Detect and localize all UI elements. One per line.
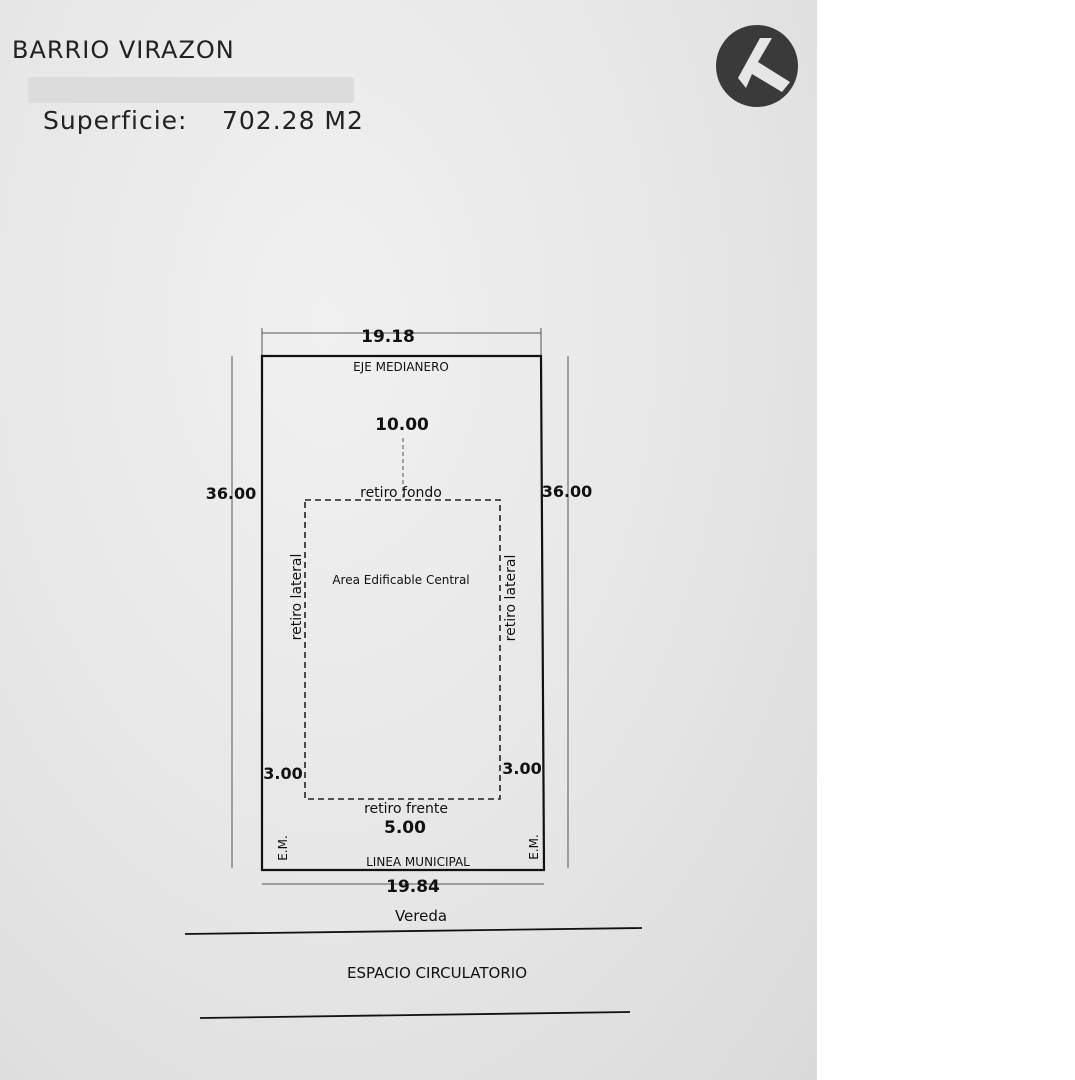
front-setback-label: retiro frente — [364, 801, 448, 817]
front-setback-dimension: 5.00 — [384, 818, 426, 838]
back-boundary-label: EJE MEDIANERO — [353, 360, 449, 374]
plan-sheet: BARRIO VIRAZON Superficie: 702.28 M2 19.… — [0, 0, 817, 1080]
front-boundary-label: LINEA MUNICIPAL — [366, 855, 470, 869]
right-depth-dimension: 36.00 — [542, 482, 593, 501]
sidewalk-line — [184, 927, 643, 935]
bottom-width-dimension: 19.84 — [386, 877, 440, 897]
lot-outline — [260, 354, 546, 872]
sidewalk-label: Vereda — [395, 907, 447, 925]
left-side-setback-dimension: 3.00 — [263, 764, 302, 783]
circulation-line — [199, 1011, 631, 1019]
arrow-circle-logo-icon — [716, 25, 798, 107]
lot-plan-drawing: 19.18 EJE MEDIANERO 10.00 36.00 36.00 re… — [184, 25, 798, 1019]
top-width-dimension: 19.18 — [361, 327, 415, 347]
left-boundary-axis-label: E.M. — [276, 835, 290, 861]
left-side-setback-label: retiro lateral — [289, 554, 305, 641]
right-side-setback-dimension: 3.00 — [502, 759, 541, 778]
dimension-lines — [231, 328, 569, 885]
right-side-setback-label: retiro lateral — [503, 555, 519, 642]
buildable-area-label: Area Edificable Central — [332, 573, 469, 587]
area-value: 702.28 M2 — [222, 106, 364, 135]
right-boundary-axis-label: E.M. — [527, 834, 541, 860]
left-depth-dimension: 36.00 — [206, 484, 257, 503]
redacted-line — [28, 77, 354, 103]
circulation-space-label: ESPACIO CIRCULATORIO — [347, 964, 527, 982]
back-setback-label: retiro fondo — [360, 485, 442, 501]
buildable-area-outline — [304, 499, 501, 800]
neighborhood-title: BARRIO VIRAZON — [12, 36, 235, 64]
back-setback-dimension: 10.00 — [375, 415, 429, 435]
area-label: Superficie: — [43, 106, 188, 135]
